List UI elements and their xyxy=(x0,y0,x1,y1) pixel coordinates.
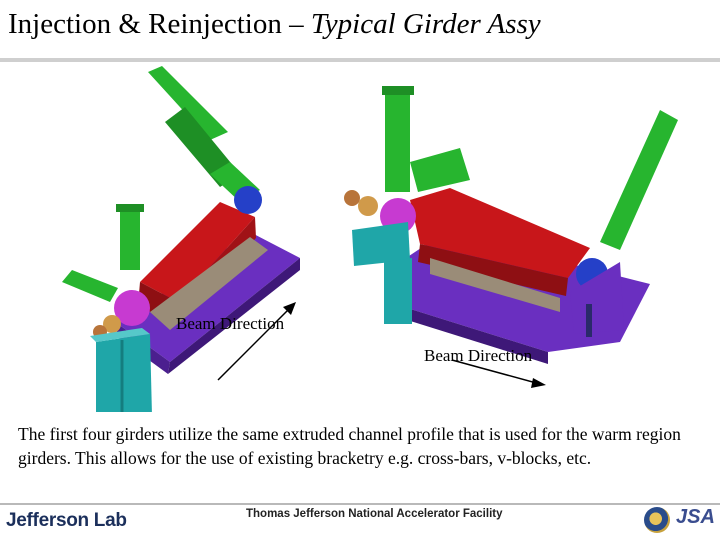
left-lower-valve xyxy=(62,270,118,302)
body-text: The first four girders utilize the same … xyxy=(18,424,681,468)
beam-direction-arrow-left xyxy=(217,302,296,381)
title-main: Injection & Reinjection – xyxy=(8,8,311,40)
footer xyxy=(0,500,720,540)
left-upper-valve xyxy=(148,66,228,140)
right-bracket xyxy=(570,262,624,334)
beam-direction-arrow-right xyxy=(451,359,546,388)
footer-divider xyxy=(0,503,720,505)
slide-title: Injection & Reinjection – Typical Girder… xyxy=(8,8,541,41)
right-stand xyxy=(352,222,410,266)
facility-name: Thomas Jefferson National Accelerator Fa… xyxy=(246,508,503,520)
jsa-logo: JSA xyxy=(676,506,715,528)
left-stand xyxy=(96,334,152,412)
title-subtitle: Typical Girder Assy xyxy=(310,8,541,40)
jefferson-lab-logo: Jefferson Lab xyxy=(6,510,127,531)
right-tall-valve xyxy=(600,110,678,250)
title-divider xyxy=(0,58,720,62)
left-magnet xyxy=(140,202,255,302)
right-magnet xyxy=(410,188,590,278)
left-valve-tower xyxy=(120,210,140,270)
left-cross xyxy=(114,290,150,326)
left-girder-assembly xyxy=(62,66,300,412)
right-girder-assembly xyxy=(344,86,678,364)
beam-direction-label-left: Beam Direction xyxy=(176,314,285,333)
doe-seal-icon xyxy=(644,507,670,533)
left-blue-cross xyxy=(234,186,262,214)
right-upper-valve xyxy=(385,90,410,192)
girder-assembly-illustration xyxy=(62,66,678,412)
beam-direction-label-right: Beam Direction xyxy=(424,346,533,365)
